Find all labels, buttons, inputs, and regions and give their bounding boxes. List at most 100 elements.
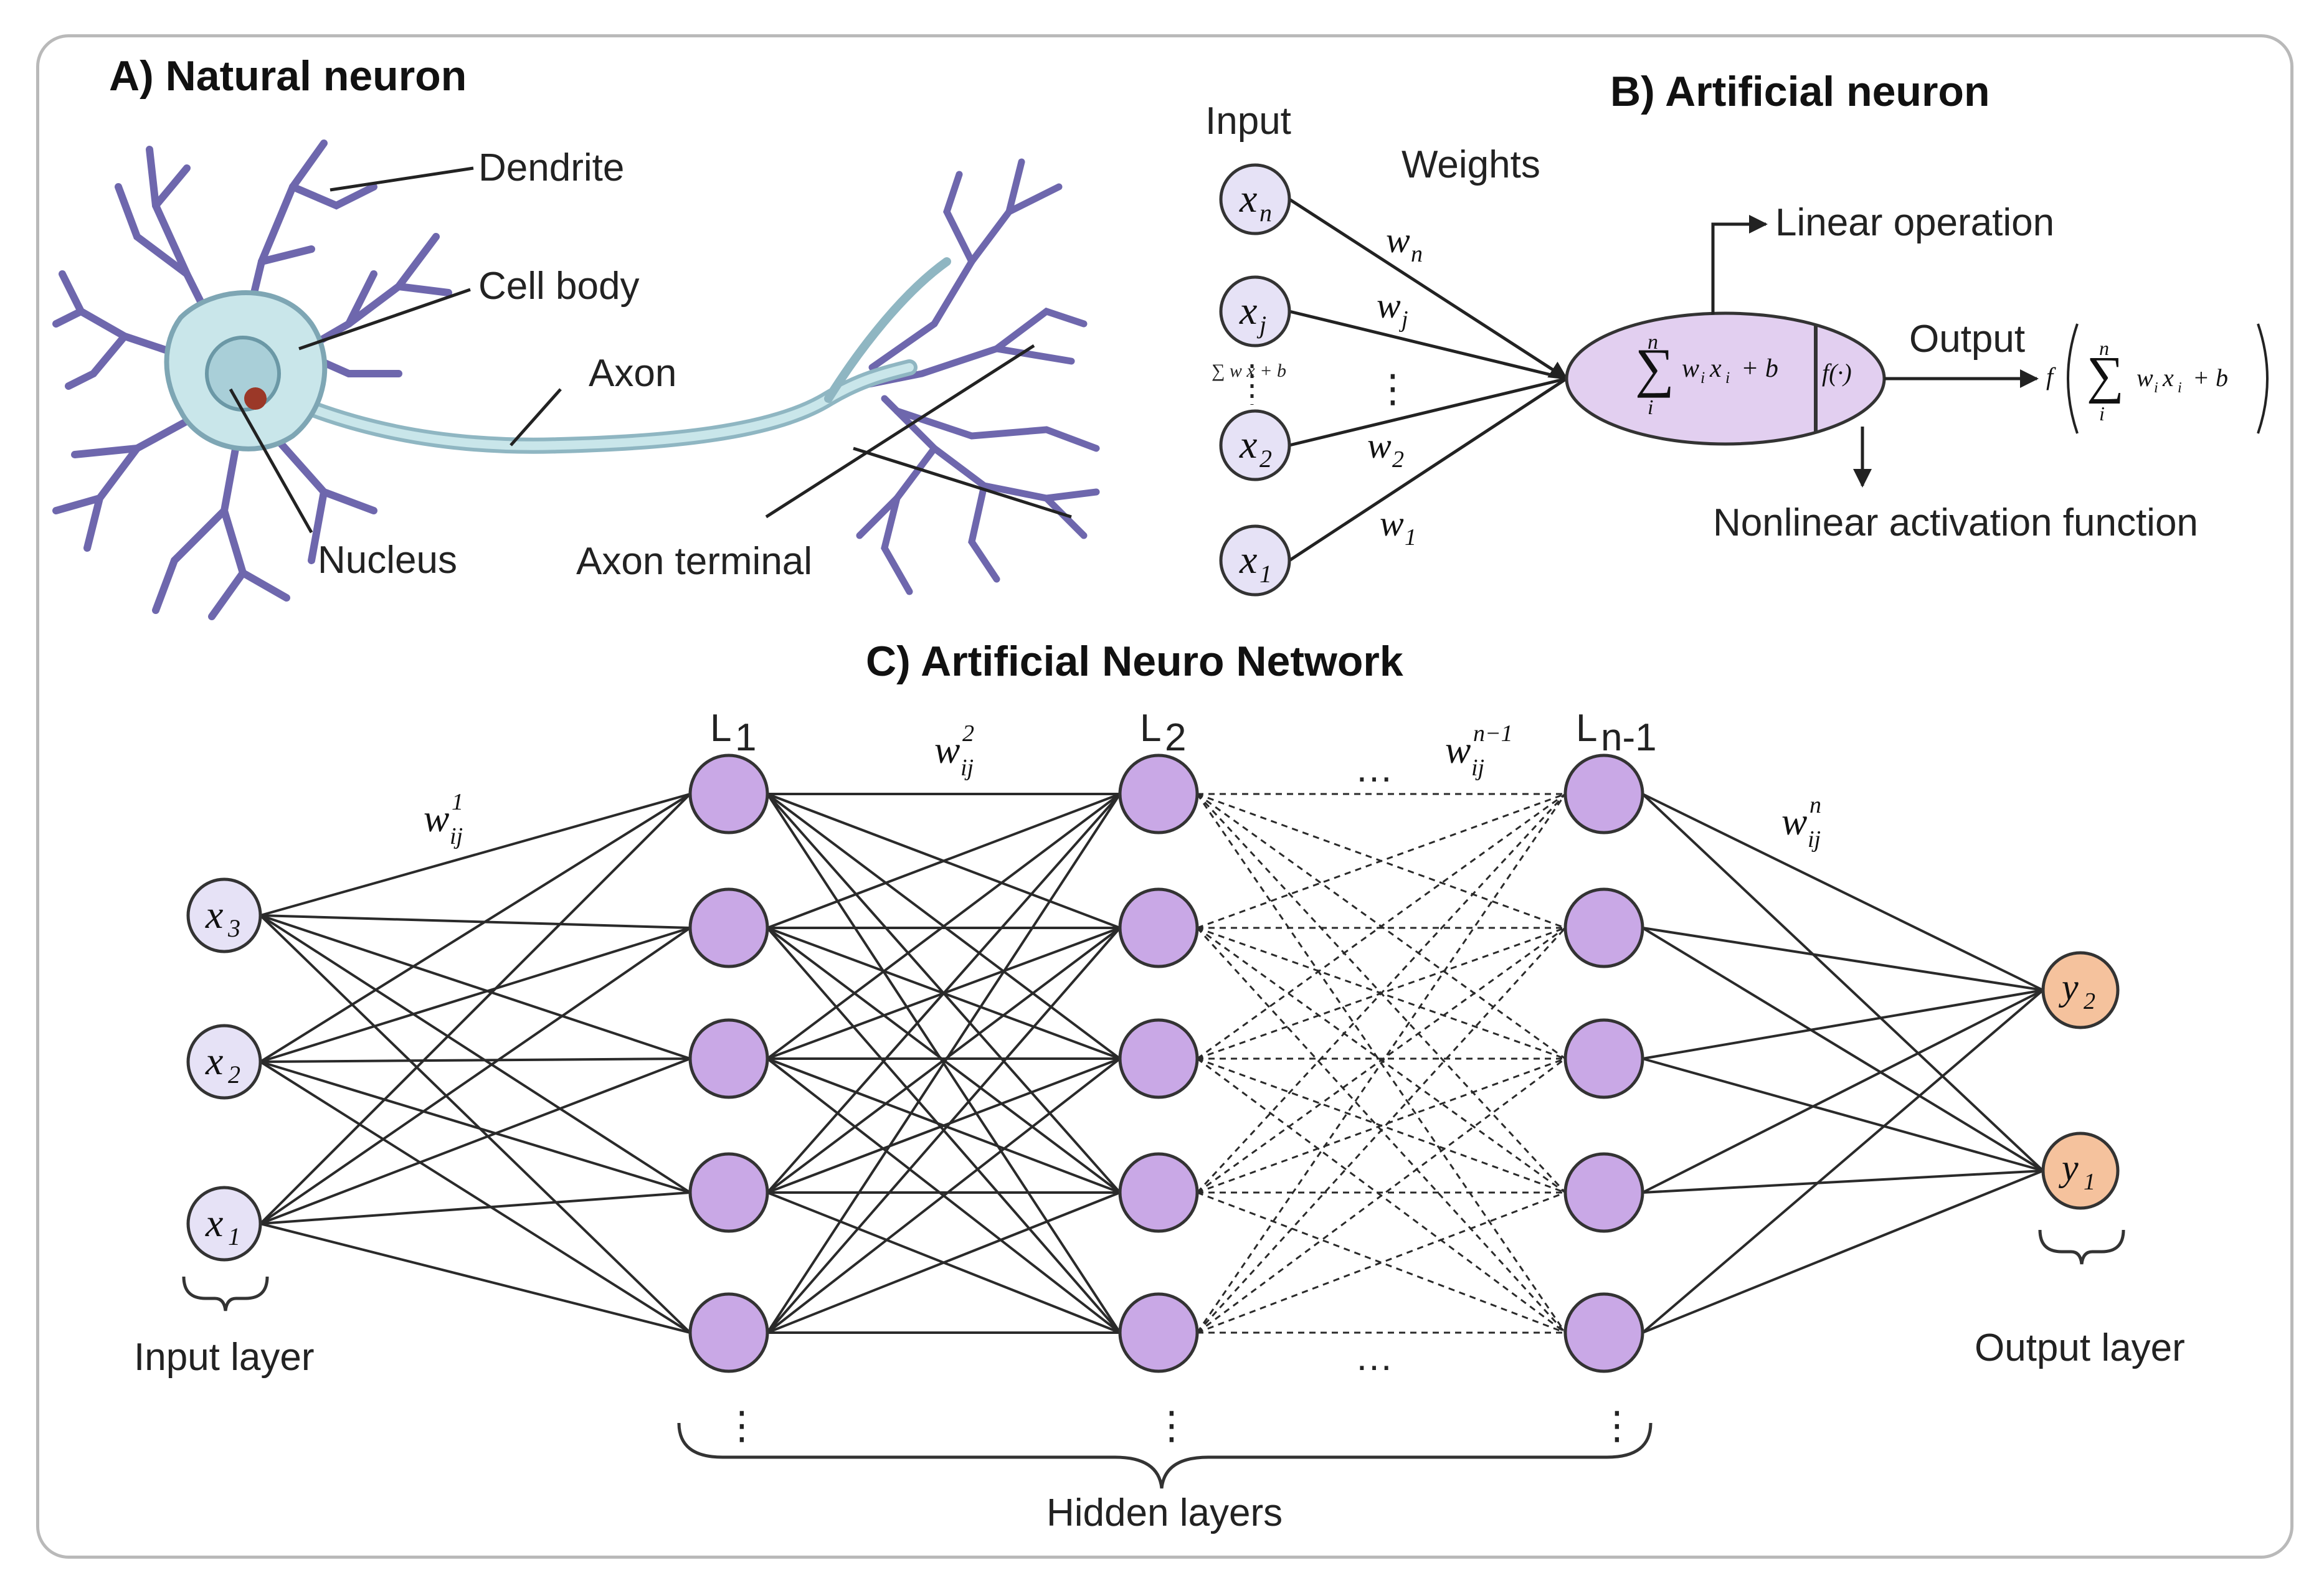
output-node: y 1 — [2041, 1132, 2120, 1210]
weight-label: w 1 — [1380, 503, 1416, 551]
svg-text:j: j — [1256, 311, 1266, 339]
svg-text:2: 2 — [962, 721, 974, 747]
network-edge — [767, 1057, 1121, 1194]
network-edge — [1641, 927, 2044, 1172]
svg-text:∑: ∑ — [2087, 346, 2124, 404]
hidden-node — [688, 754, 769, 834]
svg-text:3: 3 — [227, 914, 240, 942]
svg-text:y: y — [2058, 1147, 2079, 1188]
panel-a-leaders — [229, 166, 1072, 534]
network-edge — [767, 1191, 1121, 1334]
svg-text:2: 2 — [1165, 716, 1186, 759]
svg-text:x: x — [1239, 288, 1257, 333]
svg-text:1: 1 — [2084, 1169, 2095, 1195]
summation-formula: ∑ n i w i x i + b — [1635, 331, 1778, 419]
output-label: Output — [1909, 318, 2025, 361]
vertical-dots-ln1: ⋮ — [1598, 1404, 1636, 1447]
layer-label: L 1 — [710, 707, 756, 759]
svg-text:∑: ∑ — [1635, 338, 1674, 399]
axon-label: Axon — [589, 352, 676, 395]
linear-operation-label: Linear operation — [1775, 201, 2054, 244]
hidden-node — [1563, 1018, 1644, 1099]
network-edge — [260, 1061, 691, 1194]
network-edge — [1642, 1170, 2044, 1334]
activation-function-label: f(·) — [1822, 359, 1852, 387]
svg-text:1: 1 — [452, 789, 463, 815]
layer-label: L 2 — [1140, 707, 1186, 759]
output-layer-brace — [2038, 1229, 2125, 1265]
network-edge — [260, 914, 691, 929]
artificial-input-node: x 1 — [1219, 524, 1291, 597]
hidden-node — [688, 1152, 769, 1233]
hidden-layers-label: Hidden layers — [1046, 1491, 1283, 1534]
svg-text:1: 1 — [1259, 560, 1272, 588]
svg-text:L: L — [710, 707, 731, 750]
svg-text:2: 2 — [228, 1061, 240, 1089]
svg-text:w: w — [1781, 801, 1807, 843]
svg-text:1: 1 — [228, 1222, 240, 1250]
svg-text:ij: ij — [450, 823, 463, 849]
hidden-node — [688, 887, 769, 968]
network-edge — [766, 1057, 1121, 1334]
svg-text:L: L — [1140, 707, 1161, 750]
svg-text:w: w — [424, 798, 449, 840]
network-edge — [1197, 793, 1566, 929]
panel-b-title: B) Artificial neuron — [1610, 68, 1990, 115]
input-node: x 1 — [186, 1186, 262, 1262]
dendrite-label: Dendrite — [478, 146, 624, 189]
hidden-node — [1563, 887, 1644, 968]
network-edge — [1642, 989, 2044, 1060]
svg-text:i: i — [2099, 402, 2105, 425]
svg-text:2: 2 — [2084, 988, 2095, 1014]
small-formula: ∑ w x + b — [1212, 361, 1286, 381]
weight-label: w j — [1377, 285, 1408, 333]
hidden-node — [1563, 754, 1644, 834]
nucleus-label: Nucleus — [318, 539, 457, 582]
network-edge — [259, 793, 691, 1225]
svg-text:w: w — [934, 729, 960, 772]
network-edge — [259, 793, 691, 1063]
svg-text:L: L — [1576, 707, 1597, 750]
svg-text:x: x — [205, 892, 223, 937]
hidden-layer-1 — [688, 754, 769, 1373]
svg-text:i: i — [1700, 369, 1705, 387]
svg-text:f: f — [2046, 362, 2056, 390]
nonlinear-activation-label: Nonlinear activation function — [1713, 501, 2198, 544]
network-edge — [259, 914, 691, 1194]
network-edge — [260, 914, 691, 1060]
hidden-node — [688, 1018, 769, 1099]
vertical-dots-l2: ⋮ — [1152, 1404, 1191, 1447]
input-label: Input — [1205, 100, 1291, 143]
network-edge — [1196, 793, 1567, 1333]
svg-text:2: 2 — [1392, 447, 1404, 473]
hidden-layer-2 — [1118, 754, 1199, 1373]
svg-text:i: i — [1648, 396, 1653, 419]
artificial-neuron-body — [1565, 311, 1886, 446]
network-edge — [766, 793, 1121, 1060]
svg-text:i: i — [2178, 380, 2182, 396]
network-edge — [260, 1057, 691, 1063]
ellipsis-top: … — [1355, 747, 1393, 790]
neuron-input-connections — [1288, 197, 1568, 562]
svg-text:x: x — [1239, 537, 1257, 582]
svg-text:x: x — [205, 1201, 223, 1245]
svg-text:n: n — [1648, 331, 1658, 354]
network-edge — [767, 793, 1121, 929]
cell-body-label: Cell body — [478, 265, 639, 308]
network-edge — [1642, 927, 2044, 991]
layer-label: L n-1 — [1576, 707, 1657, 759]
weights-label: Weights — [1402, 143, 1540, 186]
input-node: x 3 — [186, 877, 262, 953]
hidden-node — [1118, 1018, 1199, 1099]
hidden-layer-n-1 — [1563, 754, 1644, 1373]
network-edge — [1641, 793, 2044, 1172]
svg-text:ij: ij — [1808, 826, 1821, 853]
svg-text:w: w — [1386, 220, 1410, 260]
network-edge — [1642, 989, 2044, 1194]
network-edge — [260, 793, 691, 917]
artificial-input-node: x n — [1219, 163, 1291, 235]
svg-text:n: n — [1411, 241, 1423, 267]
svg-text:n: n — [1809, 792, 1821, 818]
network-edge — [259, 927, 691, 1225]
